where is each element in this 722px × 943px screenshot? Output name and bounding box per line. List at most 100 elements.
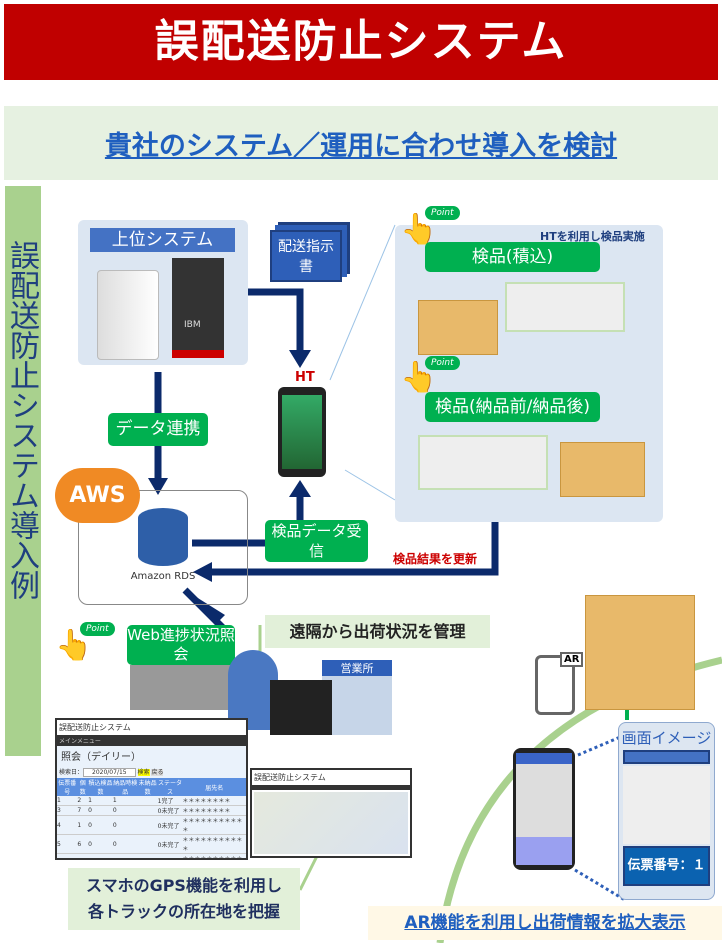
column-header: 納品時検品 (112, 778, 138, 796)
table-cell: 0 (112, 853, 138, 858)
rds-label: Amazon RDS (130, 571, 196, 582)
table-cell: 1 (77, 815, 89, 835)
ar-caption: AR機能を利用し出荷情報を拡大表示 (368, 906, 722, 940)
upper-system-label: 上位システム (90, 228, 235, 252)
title-banner: 誤配送防止システム (4, 4, 718, 80)
warehouse-icon (130, 665, 240, 710)
screen-image-box: 画面イメージ 伝票番号：１ (618, 722, 715, 900)
result-update-label: 検品結果を更新 (393, 552, 478, 566)
ar-badge: AR (560, 652, 584, 667)
table-cell: 1 (57, 796, 78, 806)
column-header: 未納品数 (137, 778, 158, 796)
table-cell: 0未完了 (157, 834, 183, 854)
table-cell (137, 815, 158, 835)
point-badge: Point (425, 206, 460, 220)
zoom-line (344, 469, 396, 501)
handheld-terminal[interactable] (278, 387, 326, 477)
search-button[interactable]: 検索 (137, 769, 150, 776)
column-header: ステータス (157, 778, 183, 796)
table-cell: ＊＊＊＊＊＊＊＊＊＊＊ (182, 834, 246, 854)
side-label: 誤配送防止システム導入例 (4, 240, 39, 600)
stacked-boxes-icon (585, 595, 695, 710)
map[interactable] (254, 792, 408, 854)
zoom-line (329, 224, 396, 381)
table-cell: 1 (88, 796, 113, 806)
date-label: 検索日： (59, 769, 84, 776)
arrow-to-ht (289, 350, 311, 368)
ibm-server-icon: IBM (172, 258, 224, 358)
step-delivery-label: 検品(納品前/納品後) (425, 392, 600, 422)
table-cell: 0 (88, 815, 113, 835)
screen-title: 誤配送防止システム (254, 773, 326, 782)
arrow-down (148, 478, 168, 495)
operator-icon (228, 650, 278, 730)
gps-caption: スマホのGPS機能を利用し各トラックの所在地を把握 (68, 868, 300, 930)
subtitle: 貴社のシステム／運用に合わせ導入を検討 (104, 131, 618, 162)
table-cell: 6 (57, 853, 78, 858)
point-badge: Point (425, 356, 460, 370)
column-header: 個数 (77, 778, 89, 796)
table-cell: 7 (77, 805, 89, 816)
date-input[interactable]: 2020/07/15 (83, 768, 136, 777)
table-cell (137, 834, 158, 854)
side-bar (5, 186, 41, 756)
table-cell: 0 (112, 805, 138, 816)
inspection-receive-label: 検品データ受信 (265, 520, 368, 562)
table-cell: 0未完了 (157, 853, 183, 858)
ibm-label: IBM (184, 320, 201, 330)
rds-box (78, 490, 248, 605)
step-loading-label: 検品(積込) (425, 242, 600, 272)
smartphone (513, 748, 575, 870)
table-cell: 3 (57, 805, 78, 816)
table-cell: 2 (77, 796, 89, 806)
aws-cloud: AWS (55, 468, 140, 523)
server-icon (97, 270, 159, 360)
gps-map-screen: 誤配送防止システム (250, 768, 412, 858)
table-cell: 1 (112, 796, 138, 806)
column-header: 伝票番号 (57, 778, 78, 796)
gps-caption-line: 各トラックの所在地を把握 (87, 902, 280, 921)
truck-icon (505, 282, 625, 332)
remote-caption: 遠隔から出荷状況を管理 (265, 615, 490, 648)
table-cell: 0 (88, 853, 113, 858)
table-cell (137, 853, 158, 858)
arrow-to-ht-up (289, 480, 311, 497)
back-button[interactable]: 戻る (151, 769, 164, 776)
rds-icon (138, 508, 188, 566)
table-cell: 0 (112, 834, 138, 854)
menu-bar[interactable]: メインメニュー (57, 735, 246, 746)
table-cell (137, 796, 158, 806)
panel-caption: HTを利用し検品実施 (540, 230, 645, 243)
screen-title: 誤配送防止システム (57, 720, 246, 735)
ar-phone-icon: AR (535, 652, 584, 715)
table-cell: 0未完了 (157, 815, 183, 835)
column-header: 積込検品数 (88, 778, 113, 796)
table-cell: ＊＊＊＊＊＊＊＊＊＊＊ (182, 853, 246, 858)
table-cell: 6 (77, 853, 89, 858)
table-row[interactable]: 66000未完了＊＊＊＊＊＊＊＊＊＊＊ (57, 853, 246, 858)
subtitle-band (4, 106, 718, 180)
table-cell: 0 (112, 815, 138, 835)
table-cell: 0未完了 (157, 805, 183, 816)
table-cell: 4 (57, 815, 78, 835)
screen-heading: 照会（デイリー） (61, 752, 141, 763)
office-building-icon: 営業所 (322, 660, 392, 735)
table-cell: ＊＊＊＊＊＊＊＊＊＊＊ (182, 815, 246, 835)
table-cell: ＊＊＊＊＊＊＊＊ (182, 805, 246, 816)
column-header: 届先名 (182, 778, 246, 796)
slip-number: 伝票番号：１ (623, 846, 710, 886)
arrow-result (193, 562, 212, 582)
data-link-label: データ連携 (108, 413, 208, 446)
point-badge: Point (80, 622, 115, 636)
table-cell (137, 805, 158, 816)
table-cell: ＊＊＊＊＊＊＊＊ (182, 796, 246, 806)
delivery-instruction-doc: 配送指示書 (270, 230, 342, 282)
box-icon (560, 442, 645, 497)
table-cell: 6 (77, 834, 89, 854)
monitor-icon (270, 680, 332, 735)
gps-caption-line: スマホのGPS機能を利用し (86, 876, 282, 895)
